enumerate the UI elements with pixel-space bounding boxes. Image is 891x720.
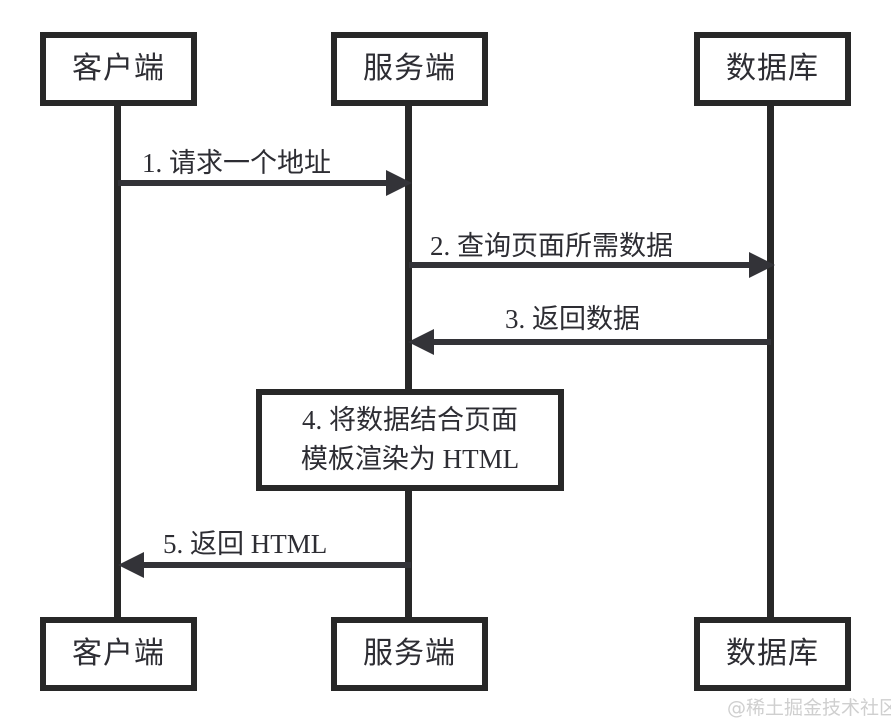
- participant-label-client-top: 客户端: [72, 52, 165, 85]
- participant-label-database-bottom: 数据库: [726, 637, 819, 670]
- note-line-2: 模板渲染为 HTML: [300, 444, 520, 474]
- message-label-3: 3. 返回数据: [505, 304, 640, 334]
- participant-box-client-top[interactable]: 客户端: [40, 32, 197, 106]
- lifeline-database: [767, 105, 774, 622]
- participant-box-server-top[interactable]: 服务端: [331, 32, 488, 106]
- arrow-head-left-icon-5: [118, 552, 144, 578]
- message-label-5: 5. 返回 HTML: [163, 529, 328, 559]
- participant-box-server-bottom[interactable]: 服务端: [331, 617, 488, 691]
- message-line-5: [144, 562, 411, 568]
- participant-box-database-top[interactable]: 数据库: [694, 32, 851, 106]
- note-box-render-html[interactable]: 4. 将数据结合页面 模板渲染为 HTML: [256, 389, 564, 491]
- message-line-1: [118, 180, 386, 186]
- participant-box-client-bottom[interactable]: 客户端: [40, 617, 197, 691]
- lifeline-server: [405, 105, 412, 622]
- message-label-1: 1. 请求一个地址: [142, 148, 331, 178]
- participant-label-client-bottom: 客户端: [72, 637, 165, 670]
- lifeline-client: [114, 105, 121, 622]
- message-line-2: [409, 262, 749, 268]
- participant-label-database-top: 数据库: [726, 52, 819, 85]
- participant-box-database-bottom[interactable]: 数据库: [694, 617, 851, 691]
- watermark: @稀土掘金技术社区: [727, 697, 891, 719]
- message-line-3: [434, 339, 771, 345]
- message-label-2: 2. 查询页面所需数据: [430, 231, 673, 261]
- participant-label-server-bottom: 服务端: [363, 637, 456, 670]
- participant-label-server-top: 服务端: [363, 52, 456, 85]
- note-line-1: 4. 将数据结合页面: [302, 404, 518, 435]
- arrow-head-right-icon-2: [749, 252, 775, 278]
- arrow-head-right-icon-1: [386, 170, 412, 196]
- arrow-head-left-icon-3: [408, 329, 434, 355]
